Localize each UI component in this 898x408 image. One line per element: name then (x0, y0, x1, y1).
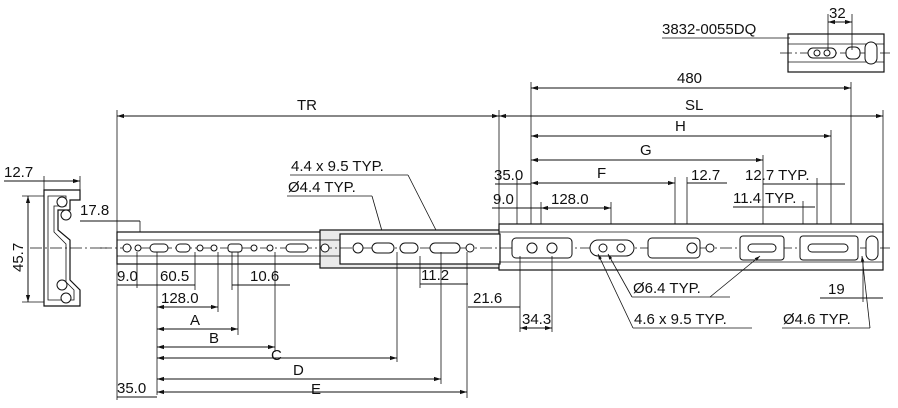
slot-typ-label: 4.4 x 9.5 TYP. (291, 158, 384, 175)
dim-45-7: 45.7 (10, 243, 27, 272)
dim-12-7-mid: 12.7 (691, 167, 720, 184)
dim-d: D (293, 362, 304, 379)
dim-32: 32 (829, 5, 846, 22)
dim-12-7-typ: 12.7 TYP. (745, 167, 810, 184)
bottom-dimensions: 9.0 60.5 10.6 128.0 A B C D E 35.0 11.2 … (117, 252, 553, 398)
dim-21-6: 21.6 (473, 290, 502, 307)
dim-tr: TR (297, 97, 317, 114)
hole-6-4-label: Ø6.4 TYP. (633, 280, 701, 297)
dim-10-6: 10.6 (250, 268, 279, 285)
dim-34-3: 34.3 (522, 311, 551, 328)
dim-35-bot: 35.0 (117, 380, 146, 397)
dim-17-8: 17.8 (80, 202, 109, 219)
dim-12-7-left: 12.7 (4, 164, 33, 181)
dim-9-0-top: 9.0 (493, 191, 514, 208)
dim-11-2: 11.2 (421, 267, 449, 284)
dim-e: E (311, 381, 321, 398)
top-dimensions: 480 TR SL H G F 12.7 35.0 12.7 TYP. (116, 70, 884, 400)
detail-view: 32 3832-0055DQ (662, 5, 890, 73)
dim-f: F (597, 165, 606, 182)
hole-callouts: Ø6.4 TYP. 4.6 x 9.5 TYP. 19 Ø4.6 TYP. (597, 253, 883, 329)
dim-11-4-typ: 11.4 TYP. (733, 190, 796, 207)
dim-128-top: 128.0 (551, 191, 589, 208)
part-number-label: 3832-0055DQ (662, 21, 756, 38)
end-view: 12.7 17.8 45.7 (4, 164, 141, 307)
slot-4-6-label: 4.6 x 9.5 TYP. (634, 311, 727, 328)
dim-g: G (640, 142, 652, 159)
dim-19: 19 (828, 281, 845, 298)
dim-60-5: 60.5 (160, 268, 189, 285)
dim-128-bot: 128.0 (161, 290, 199, 307)
detail-slot (864, 41, 878, 65)
slot-callouts: 4.4 x 9.5 TYP. Ø4.4 TYP. (287, 158, 441, 239)
hole-typ-label: Ø4.4 TYP. (288, 179, 356, 196)
hole-4-6-label: Ø4.6 TYP. (783, 311, 851, 328)
dim-h: H (675, 118, 686, 135)
dim-c: C (271, 347, 282, 364)
slide-side-view (100, 223, 890, 271)
dim-sl: SL (685, 97, 703, 114)
dim-a: A (190, 312, 200, 329)
dim-b: B (209, 330, 219, 347)
dim-480: 480 (677, 70, 702, 87)
dim-9-0-bot: 9.0 (117, 268, 138, 285)
dim-35-top: 35.0 (494, 167, 523, 184)
